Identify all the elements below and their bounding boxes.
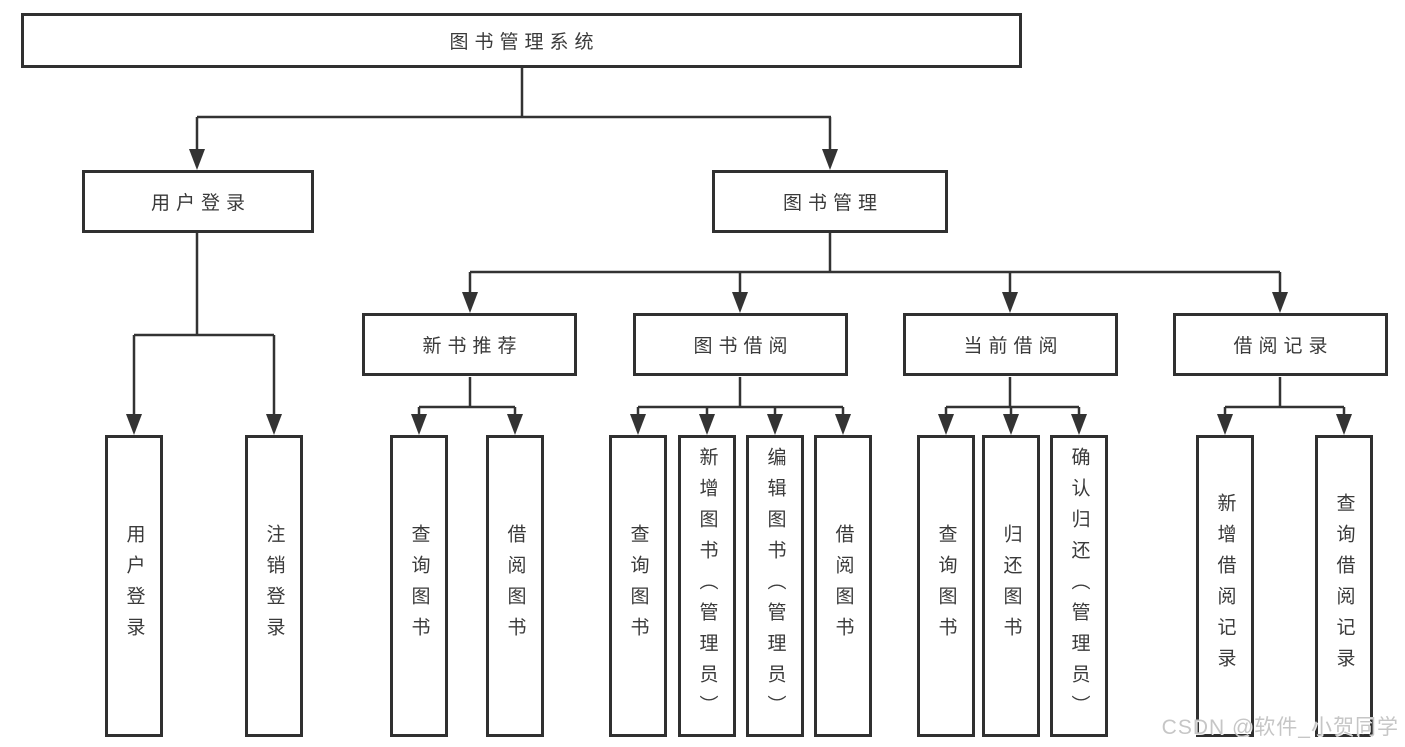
leaf-add-book-admin: 新增图书（管理员）: [678, 435, 736, 737]
connector-new-book-children: [417, 377, 517, 416]
leaf-borrow-books-recommend: 借阅图书: [486, 435, 544, 737]
watermark-csdn: CSDN @软件_小贺同学: [1161, 716, 1399, 739]
leaf-edit-book-admin: 编辑图书（管理员）: [746, 435, 804, 737]
connector-user-login-children: [132, 233, 276, 416]
node-new-book-recommendation: 新书推荐: [362, 313, 577, 376]
node-current-borrowing: 当前借阅: [903, 313, 1118, 376]
node-book-borrowing: 图书借阅: [633, 313, 848, 376]
leaf-user-login: 用户登录: [105, 435, 163, 737]
leaf-borrow-books-borrowing: 借阅图书: [814, 435, 872, 737]
leaf-query-books-current: 查询图书: [917, 435, 975, 737]
node-user-login: 用户登录: [82, 170, 314, 233]
node-borrowing-records: 借阅记录: [1173, 313, 1388, 376]
connector-records-children: [1223, 377, 1346, 416]
leaf-logout: 注销登录: [245, 435, 303, 737]
node-book-management: 图书管理: [712, 170, 948, 233]
leaf-add-borrow-record: 新增借阅记录: [1196, 435, 1254, 737]
arrowheads: [126, 149, 1352, 435]
leaf-query-books-recommend: 查询图书: [390, 435, 448, 737]
leaf-return-books: 归还图书: [982, 435, 1040, 737]
connector-book-borrow-children: [636, 377, 845, 416]
connector-book-management-children: [468, 233, 1282, 293]
leaf-query-borrow-record: 查询借阅记录: [1315, 435, 1373, 737]
connector-root-to-level2: [195, 68, 832, 150]
leaf-confirm-return-admin: 确认归还（管理员）: [1050, 435, 1108, 737]
node-library-management-system: 图书管理系统: [21, 13, 1022, 68]
connector-current-borrow-children: [944, 377, 1081, 416]
leaf-query-books-borrowing: 查询图书: [609, 435, 667, 737]
